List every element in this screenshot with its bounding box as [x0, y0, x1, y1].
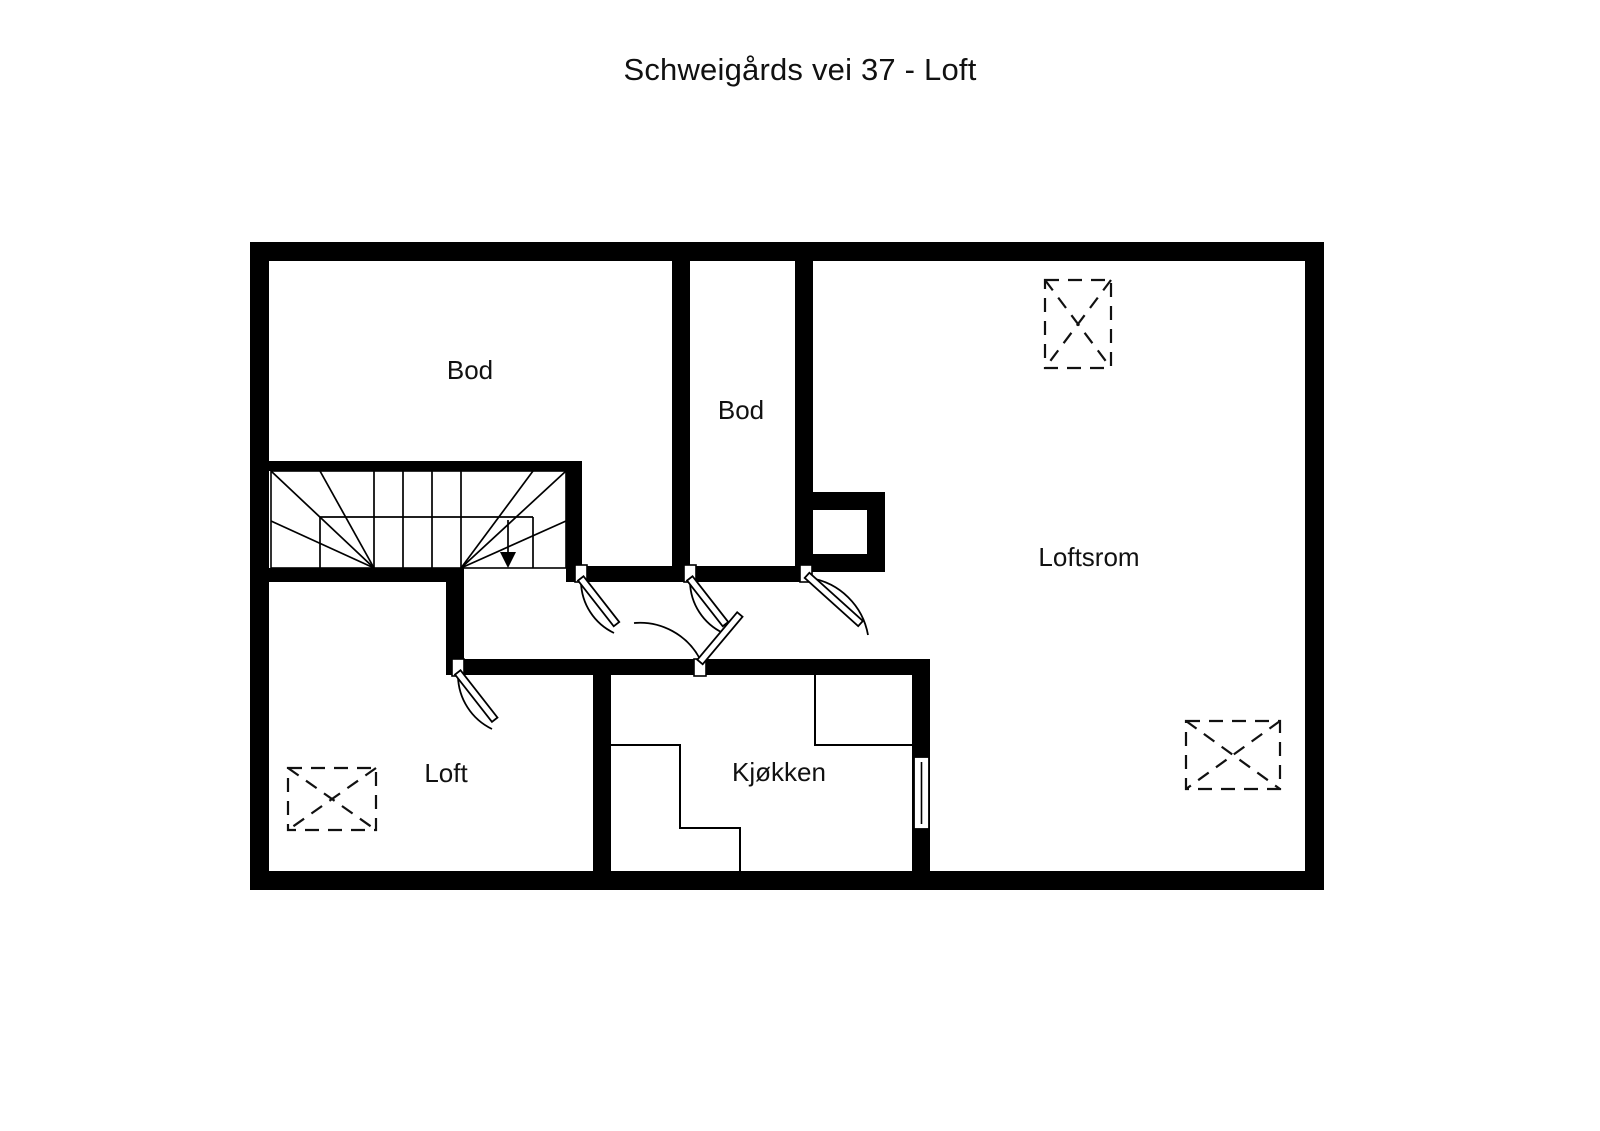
- door-bodmid-hall[interactable]: [683, 564, 730, 634]
- room-label-bod-mid: Bod: [718, 395, 764, 425]
- room-label-kjokken: Kjøkken: [732, 757, 826, 787]
- interior-walls: [250, 261, 930, 890]
- door-loft-hall[interactable]: [451, 658, 499, 730]
- room-label-loft: Loft: [424, 758, 468, 788]
- door-bodleft-hall[interactable]: [574, 564, 621, 634]
- skylight-loftsrom-top: [1043, 278, 1113, 370]
- skylight-loft: [286, 766, 378, 832]
- kitchen-counters: [611, 675, 912, 890]
- door-kjokken-hall[interactable]: [633, 610, 744, 677]
- page-title: Schweigårds vei 37 - Loft: [623, 52, 977, 87]
- room-label-bod-left: Bod: [447, 355, 493, 385]
- skylight-loftsrom-bottom: [1184, 719, 1282, 791]
- staircase: [270, 470, 567, 569]
- window-kjokken-east: [913, 756, 930, 830]
- room-label-loftsrom: Loftsrom: [1038, 542, 1139, 572]
- exterior-walls: [250, 242, 1324, 890]
- door-loftsrom-hall[interactable]: [799, 564, 869, 636]
